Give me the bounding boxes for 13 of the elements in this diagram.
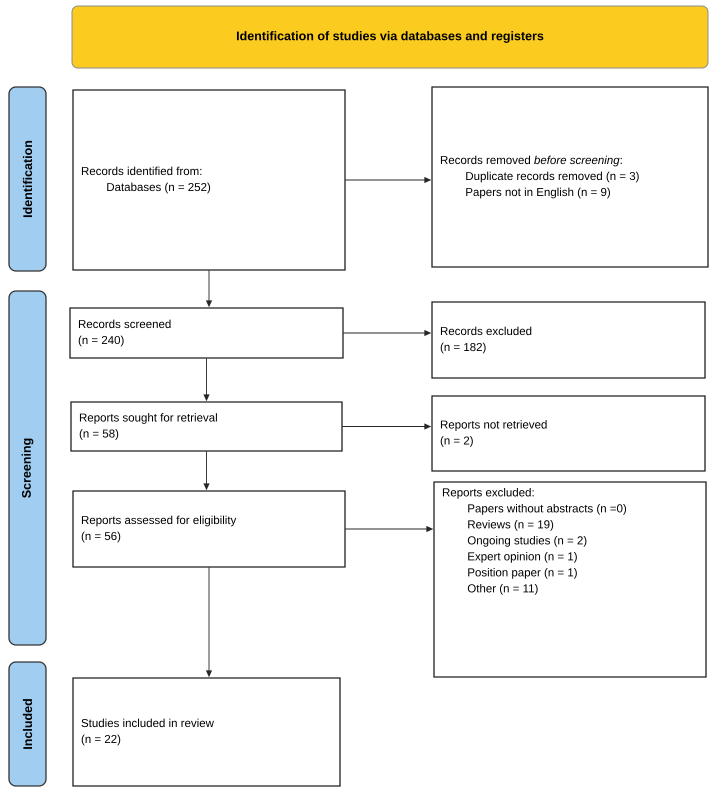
process-box: Reports sought for retrieval (n = 58) (70, 401, 343, 452)
process-box: Records identified from: Databases (n = 252) (72, 89, 346, 271)
process-box: Reports not retrieved (n = 2) (431, 395, 706, 472)
process-box: Studies included in review (n = 22) (72, 677, 341, 787)
process-box: Records screened (n = 240) (69, 307, 344, 359)
process-box: Reports excluded: Papers without abstracts (n =0) Reviews (n = 19) Ongoing studies (n = 2) Expert opinion (n = 1) Position paper (n = 1) Other (n = 11) (433, 481, 707, 678)
title-banner: Identification of studies via databases and registers (72, 6, 708, 68)
phase-band: Identification (8, 86, 47, 272)
process-box: Reports assessed for eligibility (n = 56) (72, 490, 346, 568)
process-box: Records excluded (n = 182) (431, 301, 706, 379)
phase-band: Included (8, 661, 47, 787)
process-box: Records removed before screening: Duplicate records removed (n = 3) Papers not in English (n = 9) (431, 86, 709, 268)
phase-band: Screening (8, 290, 47, 646)
